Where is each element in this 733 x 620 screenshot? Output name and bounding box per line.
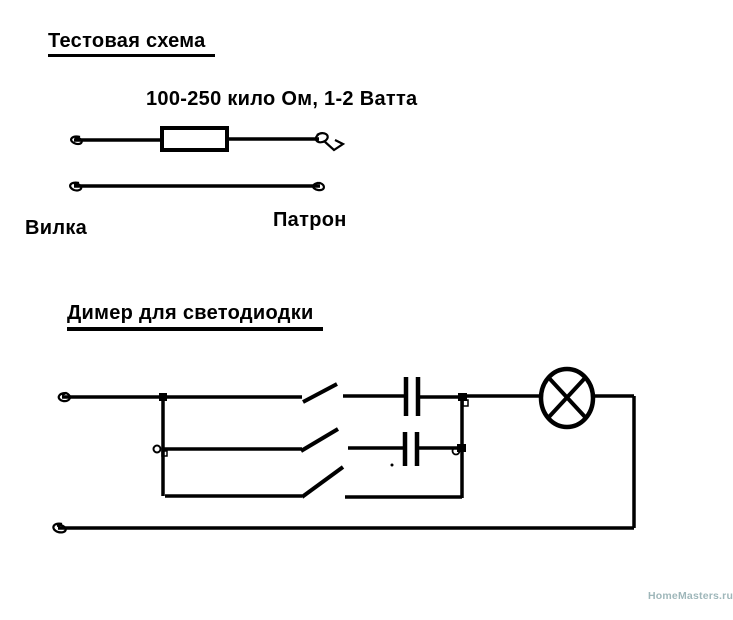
lamp-icon bbox=[538, 366, 596, 430]
plug-wire bbox=[74, 137, 319, 142]
junction-icon bbox=[159, 393, 167, 401]
dimmer-circuit-drawing bbox=[52, 366, 636, 534]
junction-icon bbox=[462, 399, 469, 407]
terminal-icon bbox=[69, 181, 83, 192]
junction-icon bbox=[451, 446, 461, 456]
test-circuit-title: Тестовая схема bbox=[48, 30, 206, 52]
test-circuit-title-underline bbox=[48, 54, 215, 57]
resistor-value-label: 100-250 кило Ом, 1-2 Ватта bbox=[146, 88, 418, 110]
terminal-icon bbox=[52, 522, 67, 534]
junction-icon bbox=[161, 450, 168, 457]
switch-icon bbox=[299, 427, 340, 453]
junction-icon bbox=[457, 444, 466, 452]
stray-mark bbox=[390, 463, 394, 467]
capacitor-icon bbox=[403, 377, 421, 416]
terminal-icon bbox=[312, 181, 325, 192]
plug-label: Вилка bbox=[25, 217, 88, 239]
dimmer-title-underline bbox=[67, 327, 323, 331]
switch-icon bbox=[302, 382, 338, 404]
resistor-icon bbox=[160, 126, 229, 152]
junction-icon bbox=[458, 393, 467, 401]
dimmer-title: Димер для светодиодки bbox=[67, 302, 314, 324]
terminal-icon bbox=[57, 391, 72, 403]
switch-icon bbox=[300, 465, 345, 499]
watermark: HomeMasters.ru bbox=[648, 590, 733, 602]
terminal-icon bbox=[314, 132, 346, 152]
capacitor-icon bbox=[402, 432, 420, 466]
terminal-icon bbox=[70, 135, 83, 146]
test-circuit-drawing bbox=[69, 126, 346, 192]
socket-label: Патрон bbox=[273, 209, 347, 231]
junction-icon bbox=[152, 444, 162, 454]
